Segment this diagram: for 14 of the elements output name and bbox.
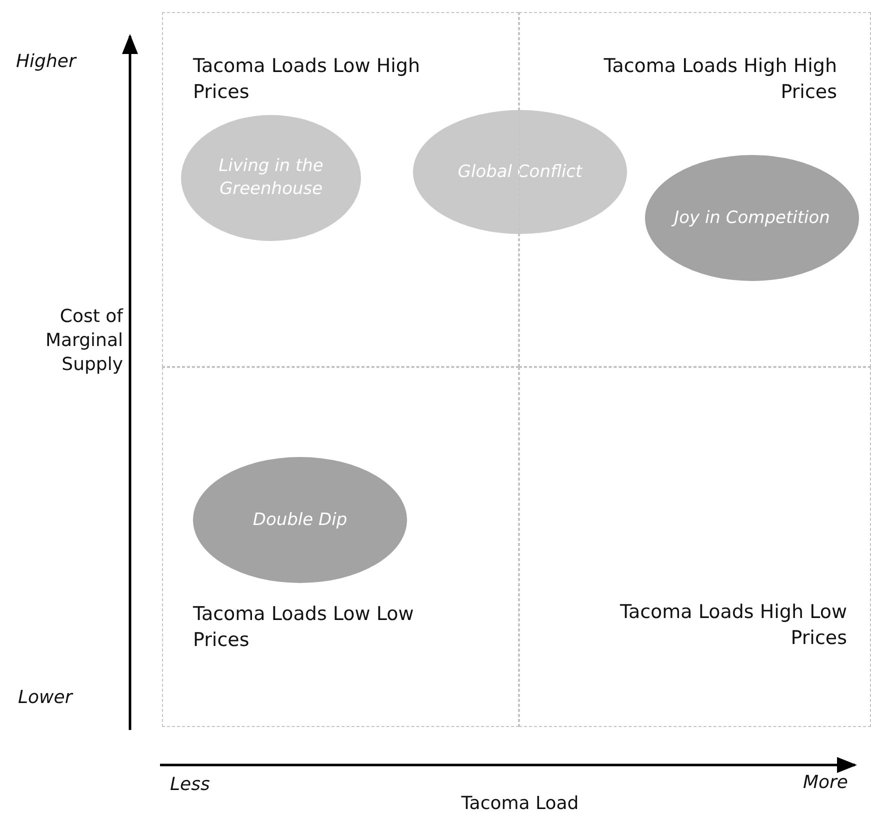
axis-title: Tacoma Load — [460, 792, 580, 815]
quadrant-panel — [162, 367, 519, 727]
quadrant-label: Tacoma Loads High Low Prices — [618, 600, 847, 651]
quadrant-label: Tacoma Loads Low High Prices — [193, 54, 422, 105]
scenario-label: Double Dip — [252, 508, 348, 532]
axis-title: Cost of Marginal Supply — [44, 305, 123, 377]
quadrant-label: Tacoma Loads High High Prices — [602, 54, 837, 105]
quadrant-panel — [519, 12, 871, 367]
axis-end-label: Lower — [18, 686, 74, 710]
quadrant-panel — [519, 367, 871, 727]
axis-end-label: Higher — [16, 50, 78, 74]
axis-end-label: Less — [170, 773, 211, 797]
axis-end-label: More — [802, 771, 848, 795]
quadrant-label: Tacoma Loads Low Low Prices — [193, 602, 415, 653]
